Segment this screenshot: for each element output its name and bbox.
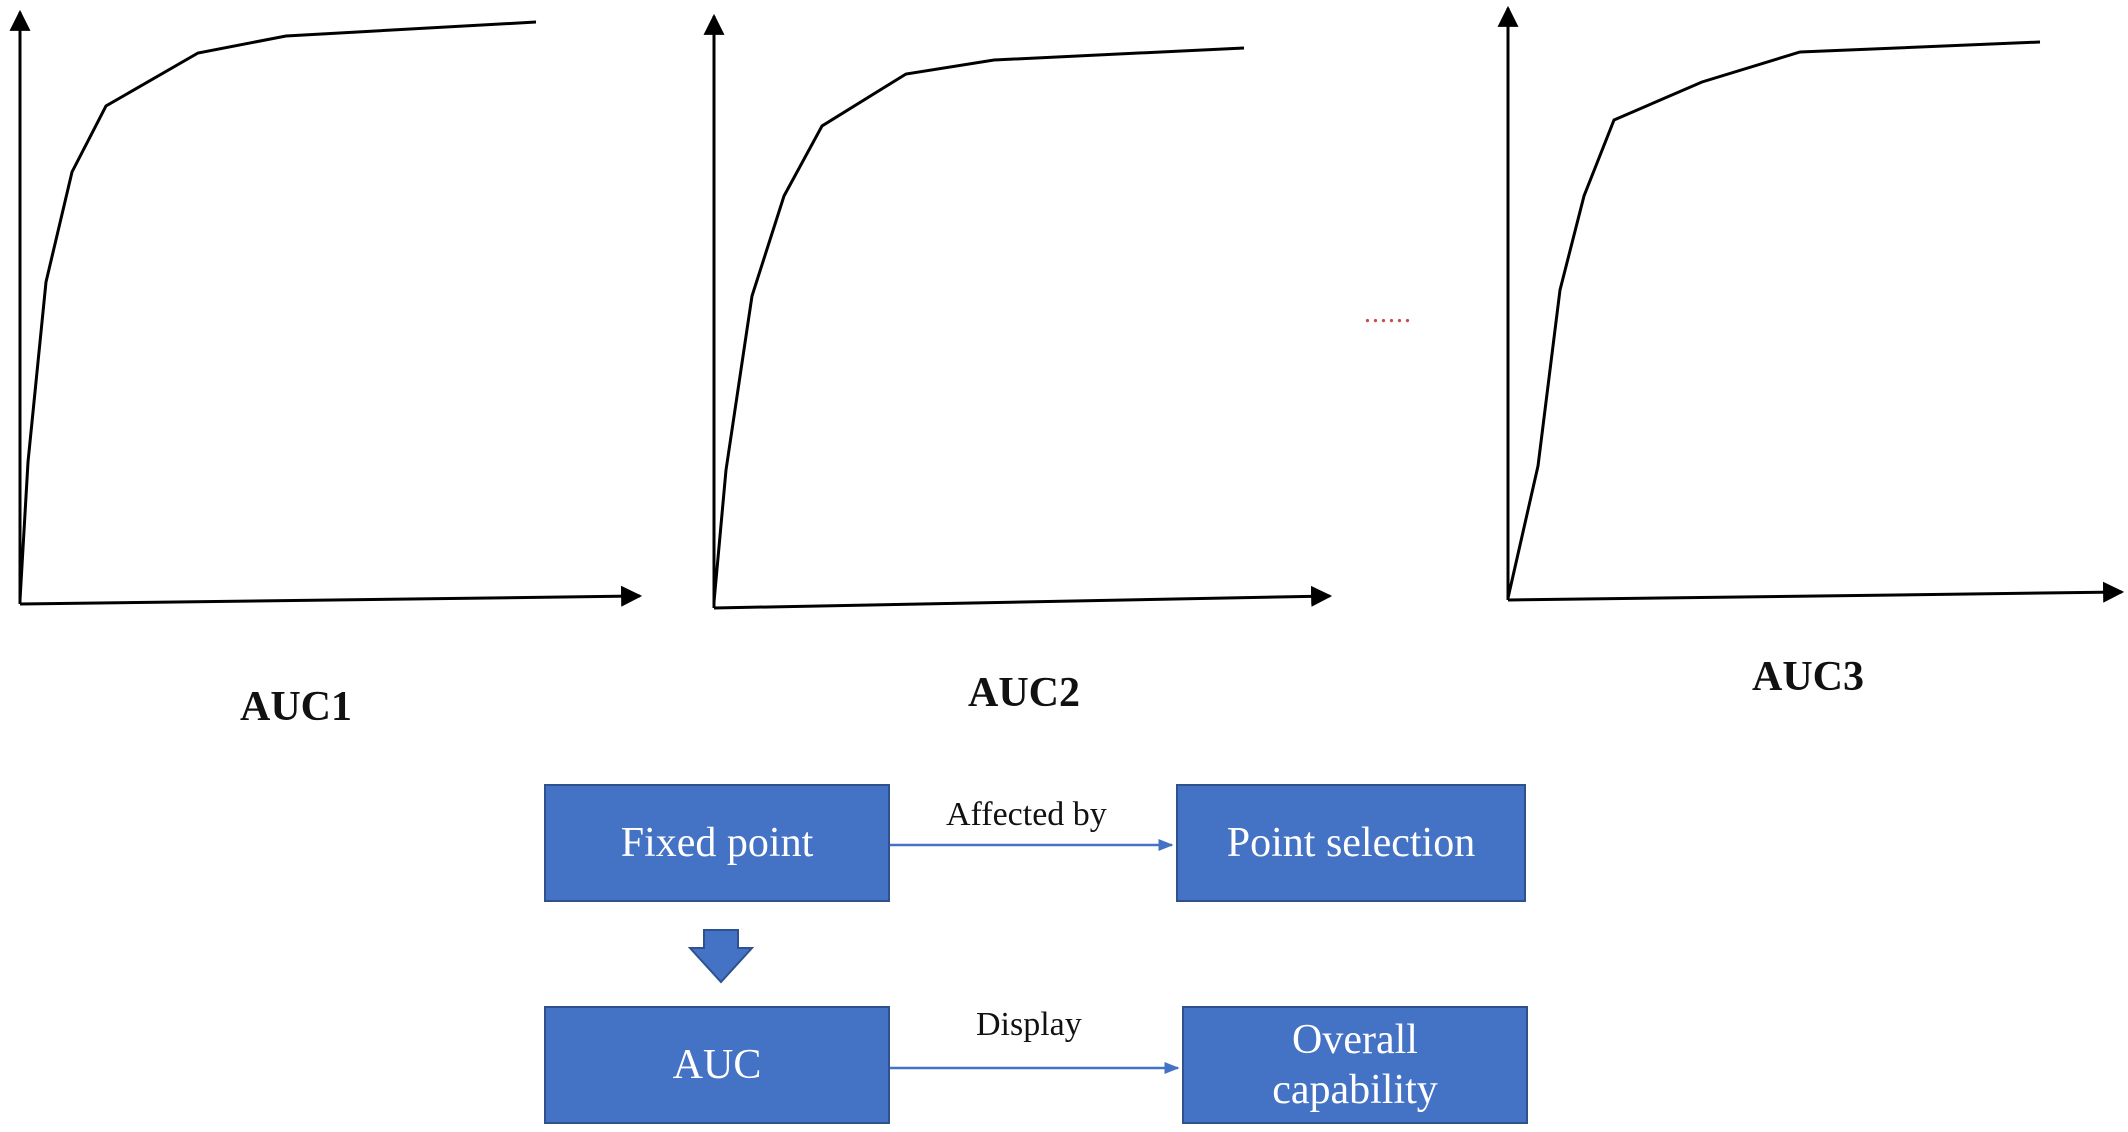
auc1-label: AUC1 xyxy=(240,684,352,730)
overall-capability-label: Overall capability xyxy=(1272,1016,1438,1113)
point-selection-label: Point selection xyxy=(1226,819,1476,866)
x-axis xyxy=(1507,581,2125,603)
x-axis xyxy=(19,585,643,607)
fixed-point-label: Fixed point xyxy=(620,819,814,866)
auc-label: AUC xyxy=(672,1041,762,1088)
down-arrow-icon xyxy=(687,929,755,984)
display-label: Display xyxy=(976,1006,1082,1043)
auc3-label: AUC3 xyxy=(1752,654,1864,700)
point-selection-node: Point selection xyxy=(1176,784,1526,902)
roc-curve xyxy=(712,46,1245,603)
auc2-label: AUC2 xyxy=(968,670,1080,716)
x-axis xyxy=(713,585,1333,610)
roc-curve xyxy=(1506,40,2041,599)
auc-node: AUC xyxy=(544,1006,890,1124)
roc-panel-2 xyxy=(703,13,1333,610)
roc-curve xyxy=(18,20,537,601)
overall-capability-node: Overall capability xyxy=(1182,1006,1528,1124)
roc-panel-3 xyxy=(1497,5,2125,603)
roc-panel-1 xyxy=(9,9,643,607)
fixed-point-node: Fixed point xyxy=(544,784,890,902)
ellipsis-separator: ...... xyxy=(1364,298,1412,329)
affected-by-label: Affected by xyxy=(946,796,1107,833)
